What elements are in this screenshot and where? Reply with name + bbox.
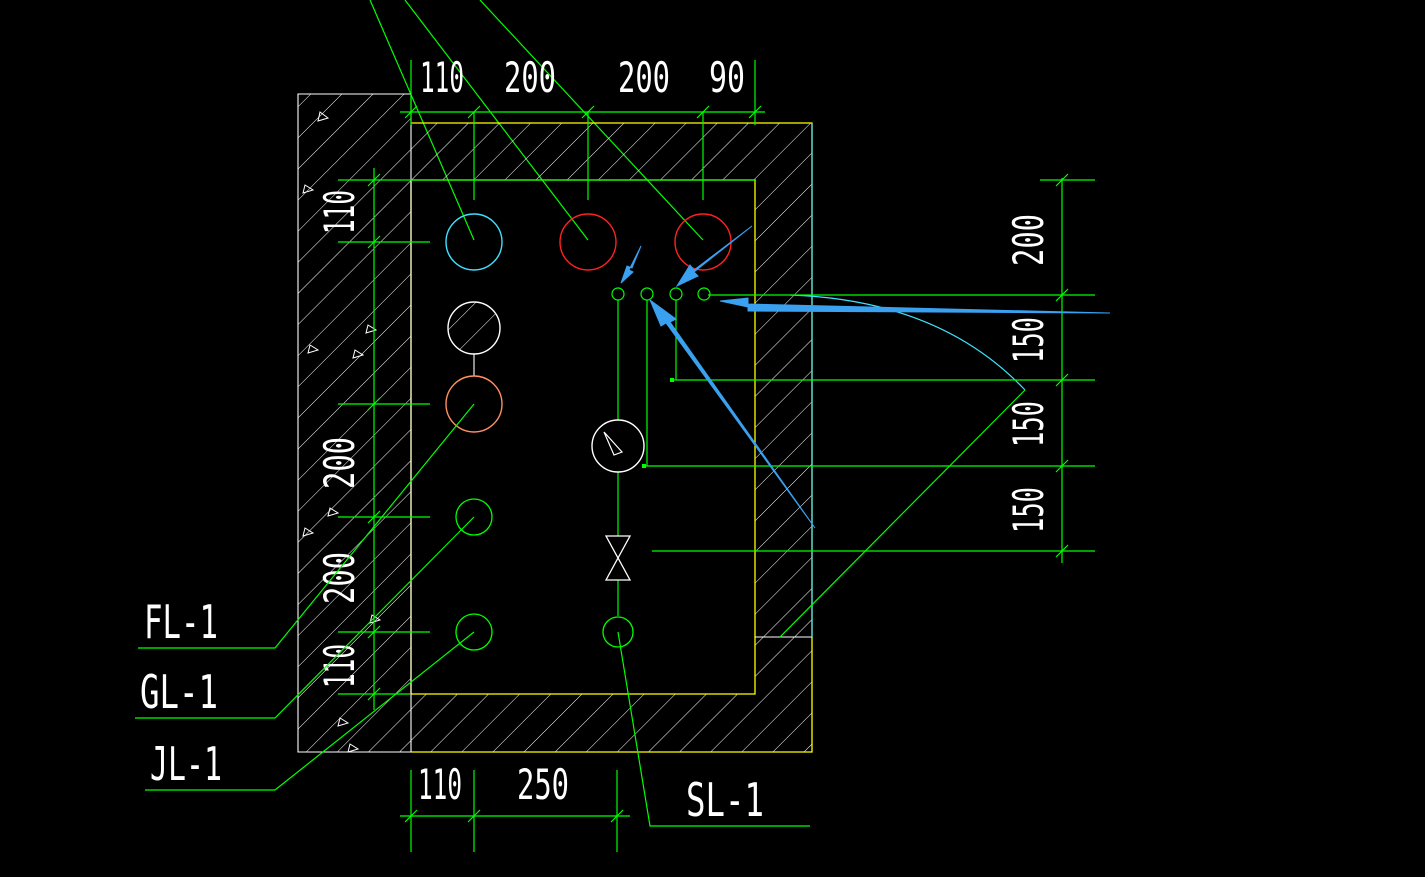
dimension-ticks (367, 105, 1069, 823)
concrete-marks (302, 111, 382, 753)
dimension-lines (338, 60, 1095, 852)
wall-hatching (298, 94, 812, 752)
pipe-green-bottom[interactable] (455, 613, 493, 651)
label-jl-1: JL-1 (150, 737, 222, 791)
right-dimension-text: 200 150 150 150 (1004, 214, 1053, 533)
pipe-hatched[interactable] (446, 300, 502, 356)
pressure-gauge-icon (591, 419, 645, 473)
dim-left-1: 110 (315, 190, 364, 234)
small-pipe-1[interactable] (611, 287, 625, 301)
label-sl-1: SL-1 (686, 773, 764, 827)
pipe-red-top-middle[interactable] (559, 213, 617, 271)
arrow-to-small-pipe-3 (675, 225, 753, 288)
dim-right-3: 150 (1004, 401, 1053, 447)
arrow-to-small-pipe-4 (719, 297, 1111, 314)
dim-right-1: 200 (1004, 214, 1053, 266)
dim-top-1: 110 (420, 53, 464, 102)
left-dimension-text: 110 200 200 110 (315, 190, 364, 688)
top-dimension-text: 110 200 200 90 (420, 53, 745, 102)
bottom-dimension-text: 110 250 (418, 760, 569, 809)
dim-top-2: 200 (504, 53, 556, 102)
small-pipe-2[interactable] (640, 287, 654, 301)
dim-top-4: 90 (709, 53, 745, 102)
dim-right-4: 150 (1004, 487, 1053, 533)
pipe-green-jl[interactable] (455, 498, 493, 536)
label-leaders (135, 389, 1026, 827)
dim-top-3: 200 (618, 53, 670, 102)
dim-left-2: 200 (315, 437, 364, 489)
gate-valve-icon (604, 535, 632, 581)
small-pipe-4[interactable] (697, 287, 711, 301)
dim-bottom-1: 110 (418, 760, 462, 809)
small-pipe-3[interactable] (669, 287, 683, 301)
arrow-to-small-pipe-2 (648, 298, 816, 529)
pipe-red-top-right[interactable] (674, 213, 732, 271)
dim-bottom-2: 250 (517, 760, 569, 809)
dim-right-2: 150 (1004, 317, 1053, 363)
pipe-green-sl[interactable] (602, 616, 634, 648)
pipe-label-text: FL-1 GL-1 JL-1 SL-1 (140, 595, 764, 827)
dim-left-3: 200 (315, 552, 364, 604)
annotation-arrow-icon (620, 225, 1111, 529)
arrow-to-small-pipe-1 (620, 245, 642, 284)
dim-left-4: 110 (315, 644, 364, 688)
label-gl-1: GL-1 (140, 665, 218, 719)
top-leader-lines (369, 0, 704, 241)
pipe-cyan-top-left[interactable] (445, 213, 503, 271)
pipe-orange[interactable] (445, 375, 503, 433)
label-fl-1: FL-1 (144, 595, 218, 649)
